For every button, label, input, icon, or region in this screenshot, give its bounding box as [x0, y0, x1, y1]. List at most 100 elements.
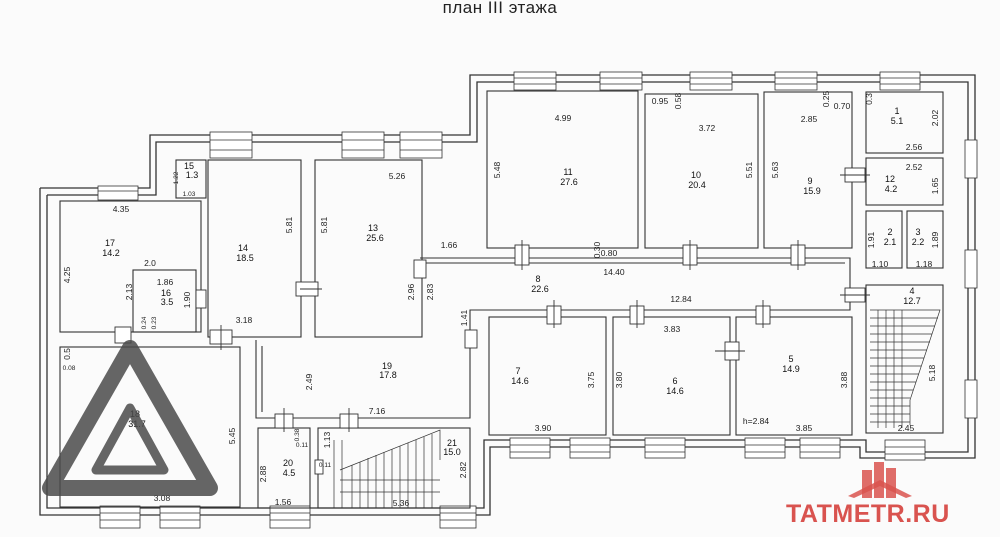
- dimension-label: 2.88: [258, 465, 268, 482]
- room-7-number: 7: [515, 366, 520, 376]
- room-4-area: 12.7: [903, 296, 921, 306]
- dimension-label: 1.18: [916, 259, 933, 269]
- room-14-number: 14: [238, 243, 248, 253]
- dimension-label: 4.25: [62, 266, 72, 283]
- room-1-area: 5.1: [891, 116, 904, 126]
- dimension-label: 5.81: [284, 216, 294, 233]
- dimension-label: 0.38: [294, 428, 301, 441]
- dimension-label: 5.51: [744, 161, 754, 178]
- dimension-label: 2.45: [898, 423, 915, 433]
- dimension-label: 5.45: [227, 427, 237, 444]
- stairs-room-4: [870, 309, 941, 428]
- dimension-label: 0.24: [141, 316, 148, 329]
- room-1-number: 1: [894, 106, 899, 116]
- dimension-label: 5.26: [389, 171, 406, 181]
- dimension-label: 2.82: [458, 461, 468, 478]
- dimension-label: 3.80: [614, 371, 624, 388]
- room-10-number: 10: [691, 170, 701, 180]
- dimension-label: 0.11: [296, 442, 309, 449]
- outer-walls: [39, 74, 976, 516]
- dimension-label: 3.88: [839, 371, 849, 388]
- dimension-label: 2.56: [906, 142, 923, 152]
- dimension-label: 1.65: [930, 177, 940, 194]
- room-20-number: 20: [283, 458, 293, 468]
- dimension-label: 7.16: [369, 406, 386, 416]
- room-2-area: 2.1: [884, 237, 897, 247]
- room-9-number: 9: [807, 176, 812, 186]
- dimension-label: 4.35: [113, 204, 130, 214]
- dimension-label: 3.75: [586, 371, 596, 388]
- room-21-area: 15.0: [443, 447, 461, 457]
- dimension-label: 1.90: [182, 291, 192, 308]
- dimension-label: 5.81: [319, 216, 329, 233]
- dimension-label: 0.25: [821, 90, 831, 107]
- dimension-label: 5.36: [393, 498, 410, 508]
- dimension-label: 1.13: [322, 431, 332, 448]
- doors: [114, 167, 870, 475]
- dimension-label: 1.66: [441, 240, 458, 250]
- dimension-label: 5.63: [770, 161, 780, 178]
- room-15-number: 15: [184, 161, 194, 171]
- dimension-label: 0.30: [592, 241, 602, 258]
- room-3-number: 3: [915, 227, 920, 237]
- room-2-number: 2: [887, 227, 892, 237]
- dimension-label: 5.48: [492, 161, 502, 178]
- dimension-label: h=2.84: [743, 416, 770, 426]
- stairs-room-21: [333, 429, 441, 508]
- dimension-label: 0.80: [601, 248, 618, 258]
- dimension-label: 2.13: [124, 283, 134, 300]
- dimension-label: 1.89: [930, 231, 940, 248]
- dimension-label: 3.90: [535, 423, 552, 433]
- dimension-label: 1.86: [157, 277, 174, 287]
- room-13-number: 13: [368, 223, 378, 233]
- room-19-area: 17.8: [379, 370, 397, 380]
- dimension-label: 0.11: [319, 462, 332, 469]
- dimension-label: 2.83: [425, 283, 435, 300]
- dimension-label: 0.70: [834, 101, 851, 111]
- room-9-area: 15.9: [803, 186, 821, 196]
- dimension-label: 3.08: [154, 493, 171, 503]
- watermark-text: TATMETR.RU: [786, 500, 950, 528]
- dimension-label: 2.02: [930, 109, 940, 126]
- room-5-number: 5: [788, 354, 793, 364]
- room-11-number: 11: [563, 167, 572, 177]
- dimension-label: 5.18: [927, 364, 937, 381]
- room-14-area: 18.5: [236, 253, 254, 263]
- dimension-label: 0.3: [864, 93, 874, 105]
- dimension-label: 0.5: [62, 348, 72, 360]
- room-6-area: 14.6: [666, 386, 684, 396]
- dimension-label: 1.10: [872, 259, 889, 269]
- dimension-label: 1.56: [275, 497, 292, 507]
- dimension-label: 2.49: [304, 373, 314, 390]
- dimension-label: 12.84: [670, 294, 692, 304]
- room-17-area: 14.2: [102, 248, 120, 258]
- dimension-label: 3.85: [796, 423, 813, 433]
- dimension-label: 2.0: [144, 258, 156, 268]
- room-20-area: 4.5: [283, 468, 296, 478]
- room-4-number: 4: [909, 286, 914, 296]
- building-logo-icon: [848, 462, 912, 498]
- dimension-label: 3.18: [236, 315, 253, 325]
- room-6-number: 6: [672, 376, 677, 386]
- dimension-label: 0.23: [151, 316, 158, 329]
- room-11-area: 27.6: [560, 177, 578, 187]
- dimension-label: 1.03: [183, 191, 196, 198]
- room-8-area: 22.6: [531, 284, 549, 294]
- dimension-label: 2.52: [906, 162, 923, 172]
- room-12-number: 12: [885, 174, 895, 184]
- room-5-area: 14.9: [782, 364, 800, 374]
- dimension-label: 0.08: [63, 365, 76, 372]
- room-21-number: 21: [447, 438, 457, 448]
- dimension-label: 3.83: [664, 324, 681, 334]
- room-3-area: 2.2: [912, 237, 925, 247]
- room-16-number: 16: [161, 288, 171, 298]
- room-15-area: 1.3: [186, 170, 199, 180]
- dimension-label: 2.85: [801, 114, 818, 124]
- dimension-label: 2.96: [406, 283, 416, 300]
- windows: [97, 71, 978, 529]
- dimension-label: 4.99: [555, 113, 572, 123]
- room-17-number: 17: [105, 238, 115, 248]
- plan-title: план III этажа: [442, 0, 558, 17]
